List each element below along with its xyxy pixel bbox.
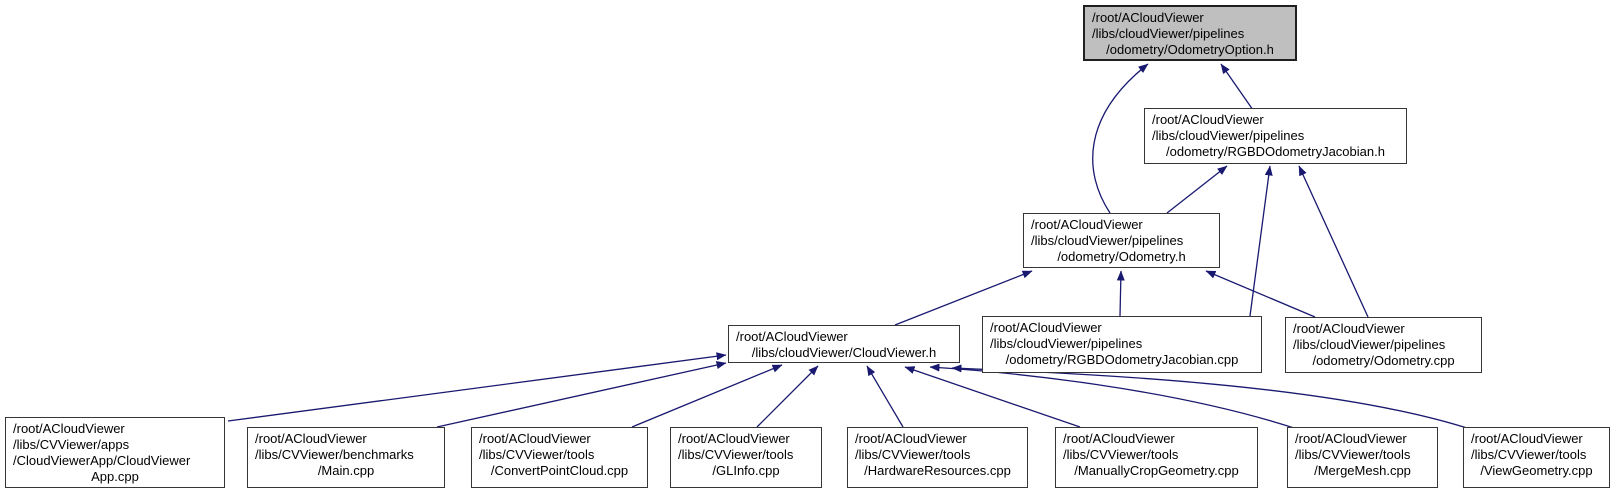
node-label-line: /root/ACloudViewer [678,431,790,446]
edge-odometry-cpp-to-odometry-h [1205,270,1316,318]
edge-cloudviewer-h-to-odometry-h [894,270,1033,326]
edge-manually-crop-geometry-cpp-to-cloudviewer-h [904,366,1081,428]
node-label-line: /libs/CVViewer/tools [1471,447,1587,462]
node-label-line: /libs/CVViewer/tools [479,447,595,462]
node-odometry-h[interactable]: /root/ACloudViewer/libs/cloudViewer/pipe… [1023,213,1220,268]
node-label-line: /libs/CVViewer/benchmarks [255,447,414,462]
node-odometry-option-h: /root/ACloudViewer/libs/cloudViewer/pipe… [1083,5,1297,61]
node-hardware-resources-cpp[interactable]: /root/ACloudViewer/libs/CVViewer/tools/H… [847,427,1028,488]
node-label-line: /root/ACloudViewer [855,431,967,446]
node-label-line: /root/ACloudViewer [990,320,1102,335]
edge-rgbd-odometry-jacobian-cpp-to-odometry-h [1116,270,1125,317]
node-label-line: /libs/CVViewer/tools [855,447,971,462]
edge-odometry-h-to-odometry-option-h [1092,63,1149,214]
node-manually-crop-geometry-cpp[interactable]: /root/ACloudViewer/libs/CVViewer/tools/M… [1055,427,1258,488]
node-label-line: /libs/CVViewer/tools [678,447,794,462]
node-view-geometry-cpp[interactable]: /root/ACloudViewer/libs/CVViewer/tools/V… [1463,427,1610,488]
node-label-line: /libs/cloudViewer/pipelines [990,336,1143,351]
edge-convert-point-cloud-cpp-to-cloudviewer-h [631,364,783,428]
node-label-line: /libs/cloudViewer/CloudViewer.h [751,345,937,360]
node-glinfo-cpp[interactable]: /root/ACloudViewer/libs/CVViewer/tools/G… [670,427,822,488]
node-convert-point-cloud-cpp[interactable]: /root/ACloudViewer/libs/CVViewer/tools/C… [471,427,648,488]
node-label-line: /root/ACloudViewer [1031,217,1143,232]
node-label-line: /root/ACloudViewer [1152,112,1264,127]
node-label-line: /odometry/RGBDOdometryJacobian.h [1166,144,1385,159]
node-label-line: /root/ACloudViewer [1295,431,1407,446]
node-label-line: /HardwareResources.cpp [864,463,1011,478]
node-label-line: App.cpp [91,469,139,484]
node-label-line: /libs/CVViewer/apps [13,437,130,452]
node-label-line: /root/ACloudViewer [736,329,848,344]
node-label-line: /root/ACloudViewer [1471,431,1583,446]
node-label-line: /ConvertPointCloud.cpp [490,463,629,478]
node-label-line: /root/ACloudViewer [479,431,591,446]
node-label-line: /root/ACloudViewer [255,431,367,446]
edge-view-geometry-cpp-to-cloudviewer-h [951,364,1471,430]
node-label-line: /odometry/Odometry.cpp [1312,353,1455,368]
node-label-line: /GLInfo.cpp [712,463,780,478]
node-label-line: /ManuallyCropGeometry.cpp [1074,463,1239,478]
node-label-line: /libs/cloudViewer/pipelines [1152,128,1305,143]
edge-merge-mesh-cpp-to-cloudviewer-h [929,363,1295,429]
node-label-line: /odometry/Odometry.h [1057,249,1186,264]
edge-odometry-h-to-rgbd-odometry-jacobian-h [1166,165,1228,214]
node-label-line: /root/ACloudViewer [1063,431,1175,446]
node-label-line: /libs/CVViewer/tools [1295,447,1411,462]
node-label-line: /odometry/OdometryOption.h [1106,42,1274,57]
node-rgbd-odometry-jacobian-h[interactable]: /root/ACloudViewer/libs/cloudViewer/pipe… [1144,108,1407,164]
node-label-line: /CloudViewerApp/CloudViewer [13,453,191,468]
edge-rgbd-odometry-jacobian-h-to-odometry-option-h [1220,63,1254,111]
edge-odometry-cpp-to-rgbd-odometry-jacobian-h [1298,165,1369,318]
node-label-line: /libs/cloudViewer/pipelines [1031,233,1184,248]
edge-cloudviewer-app-cpp-to-cloudviewer-h [227,352,727,422]
edge-glinfo-cpp-to-cloudviewer-h [756,365,819,428]
node-label-line: /MergeMesh.cpp [1314,463,1411,478]
node-cloudviewer-app-cpp[interactable]: /root/ACloudViewer/libs/CVViewer/apps/Cl… [5,417,225,488]
node-label-line: /root/ACloudViewer [13,421,125,436]
node-label-line: /libs/cloudViewer/pipelines [1293,337,1446,352]
node-label-line: /odometry/RGBDOdometryJacobian.cpp [1005,352,1239,367]
edge-benchmarks-main-cpp-to-cloudviewer-h [436,361,727,428]
node-label-line: /libs/cloudViewer/pipelines [1092,26,1245,41]
node-label-line: /root/ACloudViewer [1293,321,1405,336]
node-cloudviewer-h[interactable]: /root/ACloudViewer/libs/cloudViewer/Clou… [728,325,960,363]
node-label-line: /root/ACloudViewer [1092,10,1204,25]
node-label-line: /Main.cpp [317,463,375,478]
node-rgbd-odometry-jacobian-cpp[interactable]: /root/ACloudViewer/libs/cloudViewer/pipe… [982,316,1262,373]
node-label-line: /ViewGeometry.cpp [1480,463,1593,478]
node-merge-mesh-cpp[interactable]: /root/ACloudViewer/libs/CVViewer/tools/M… [1287,427,1438,488]
edge-hardware-resources-cpp-to-cloudviewer-h [866,365,904,428]
node-benchmarks-main-cpp[interactable]: /root/ACloudViewer/libs/CVViewer/benchma… [247,427,445,488]
node-odometry-cpp[interactable]: /root/ACloudViewer/libs/cloudViewer/pipe… [1285,317,1482,373]
node-label-line: /libs/CVViewer/tools [1063,447,1179,462]
